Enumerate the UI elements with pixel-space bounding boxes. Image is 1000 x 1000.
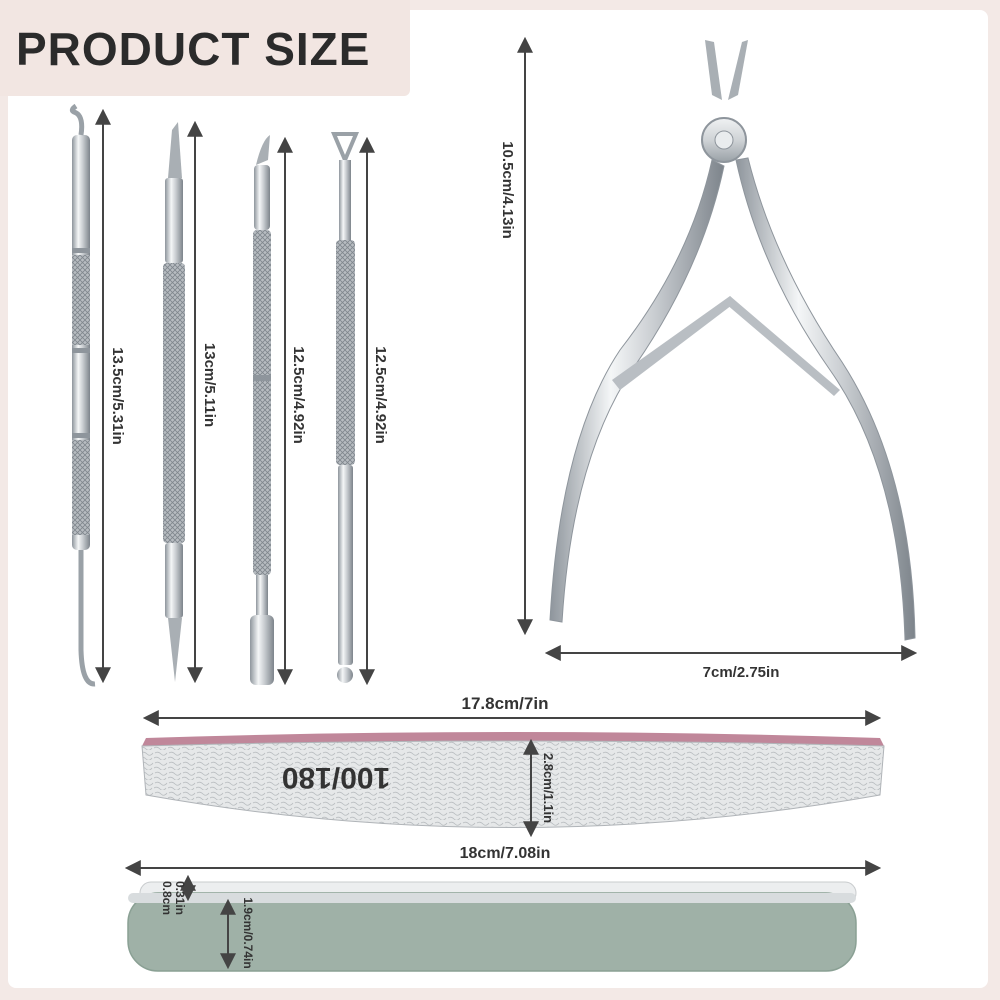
file-grit-text: 100/180 [282,761,390,794]
straight-file-length-label: 18cm/7.08in [460,845,551,862]
tool-cuticle-pusher [250,135,274,685]
tool-1-length-label: 13.5cm/5.31in [109,347,126,445]
tool-4-length-label: 12.5cm/4.92in [372,346,389,444]
curved-file-height-label: 2.8cm/1.1in [541,753,556,823]
straight-file-height-label: 1.9cm/0.74in [241,897,255,968]
title-banner: PRODUCT SIZE [0,0,410,96]
nipper-height-label: 10.5cm/4.13in [499,141,516,239]
curved-file-length-label: 17.8cm/7in [462,694,549,713]
straight-file-thickness-cm: 0.8cm [160,881,174,915]
tool-pick-file [163,122,185,682]
cuticle-nipper [549,40,916,641]
nipper-width-label: 7cm/2.75in [703,664,780,681]
tool-curette-double [69,103,96,687]
tool-triangle-remover [330,132,360,683]
page-title: PRODUCT SIZE [16,23,371,75]
straight-file-thickness-in: 0.31in [173,881,187,915]
tool-3-length-label: 12.5cm/4.92in [290,346,307,444]
straight-nail-file [127,881,857,972]
tool-2-length-label: 13cm/5.11in [201,343,218,427]
curved-nail-file: 100/180 [141,732,885,828]
